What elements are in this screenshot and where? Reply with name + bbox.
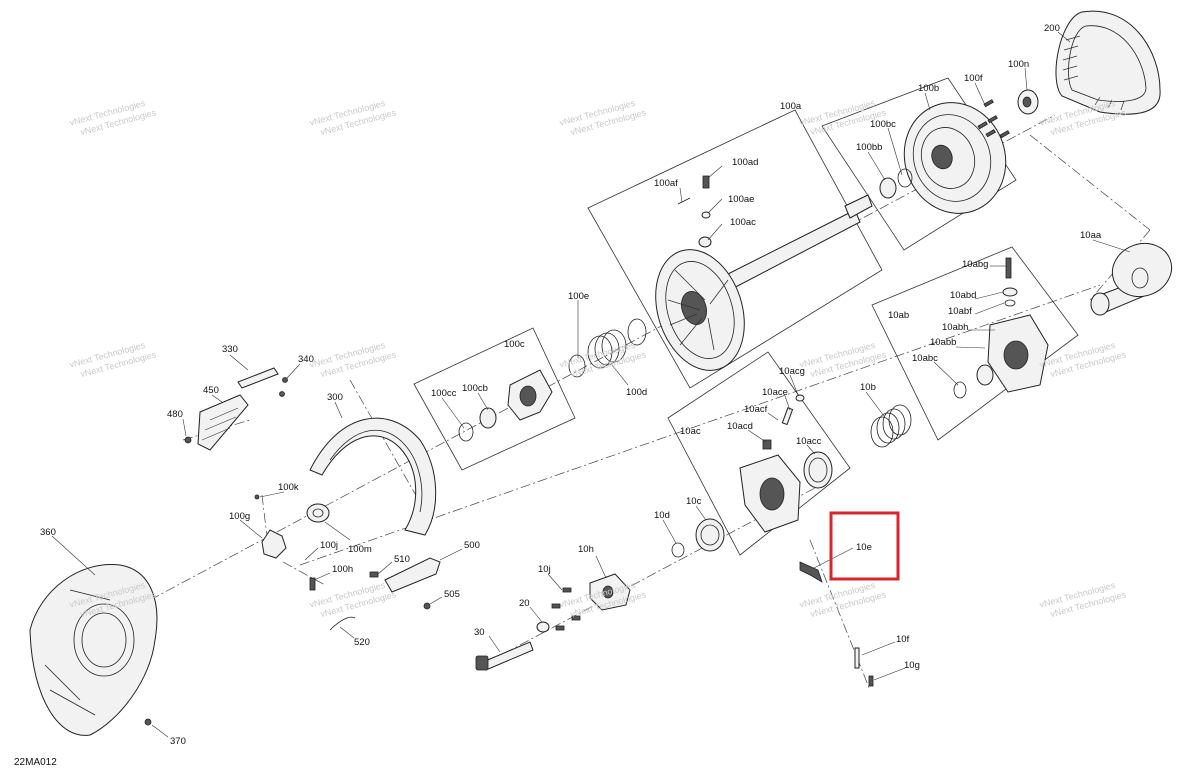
callout-520[interactable]: 520 [354, 637, 370, 648]
callout-10h[interactable]: 10h [578, 544, 594, 555]
callout-500[interactable]: 500 [464, 540, 480, 551]
part-100bb-100bc-rings [879, 168, 913, 199]
part-100ad-100ac-hardware [677, 175, 712, 248]
assembly-box-100a [587, 109, 883, 389]
callout-10abg[interactable]: 10abg [962, 259, 988, 270]
callout-480[interactable]: 480 [167, 409, 183, 420]
part-200-belt [1055, 10, 1161, 115]
part-450-330-340-bracket [184, 367, 288, 451]
callout-100m[interactable]: 100m [348, 544, 372, 555]
callout-10ace[interactable]: 10ace [762, 387, 788, 398]
callout-340[interactable]: 340 [298, 354, 314, 365]
callout-100bc[interactable]: 100bc [870, 119, 896, 130]
callout-100a[interactable]: 100a [780, 101, 802, 112]
callout-100ad[interactable]: 100ad [732, 157, 758, 168]
callout-20[interactable]: 20 [519, 598, 530, 609]
diagram-code: 22MA012 [14, 757, 57, 768]
callout-360[interactable]: 360 [40, 527, 56, 538]
part-300-belt-guard [309, 417, 437, 536]
assembly-box-100c [413, 327, 576, 471]
highlight-box-10e [829, 511, 900, 581]
callout-100b[interactable]: 100b [918, 83, 939, 94]
callout-370[interactable]: 370 [170, 736, 186, 747]
assembly-box-10ab [871, 246, 1079, 441]
callout-100j[interactable]: 100j [320, 540, 338, 551]
callout-10acg[interactable]: 10acg [779, 366, 805, 377]
callout-labels: 200 100n 100f 100b 100bc 100bb 100a 100a… [40, 23, 1102, 747]
assembly-box-10ac [667, 351, 851, 556]
callout-10abb[interactable]: 10abb [930, 337, 956, 348]
part-10b-spring [870, 404, 912, 448]
callout-10abf[interactable]: 10abf [948, 306, 972, 317]
callout-100ac[interactable]: 100ac [730, 217, 756, 228]
part-500-510-505-520-latch [329, 557, 441, 631]
assembly-boxes [413, 77, 1079, 556]
callout-100c[interactable]: 100c [504, 339, 525, 350]
callout-10ab[interactable]: 10ab [888, 310, 909, 321]
callout-450[interactable]: 450 [203, 385, 219, 396]
part-100a-shaft-sheave [655, 194, 873, 371]
callout-10ac[interactable]: 10ac [680, 426, 701, 437]
callout-100bb[interactable]: 100bb [856, 142, 882, 153]
callout-100n[interactable]: 100n [1008, 59, 1029, 70]
part-10c-10d-bearing [671, 518, 725, 558]
callout-10abc[interactable]: 10abc [912, 353, 938, 364]
callout-100g[interactable]: 100g [229, 511, 250, 522]
callout-30[interactable]: 30 [474, 627, 485, 638]
part-10e-weight [799, 561, 823, 583]
part-100n-bearing [1017, 89, 1039, 115]
callout-510[interactable]: 510 [394, 554, 410, 565]
callout-10g[interactable]: 10g [904, 660, 920, 671]
callout-330[interactable]: 330 [222, 344, 238, 355]
part-10ab-cam [953, 257, 1049, 399]
part-10ac-cam-assembly [739, 394, 833, 533]
callout-100e[interactable]: 100e [568, 291, 589, 302]
callout-100cb[interactable]: 100cb [462, 383, 488, 394]
callout-505[interactable]: 505 [444, 589, 460, 600]
callout-100cc[interactable]: 100cc [431, 388, 457, 399]
callout-10abh[interactable]: 10abh [942, 322, 968, 333]
callout-10f[interactable]: 10f [896, 634, 910, 645]
assembly-box-100b [821, 77, 1017, 251]
callout-10b[interactable]: 10b [860, 382, 876, 393]
part-100d-spring [568, 318, 647, 378]
callout-200[interactable]: 200 [1044, 23, 1060, 34]
callout-100d[interactable]: 100d [626, 387, 647, 398]
callout-10acf[interactable]: 10acf [744, 404, 768, 415]
callout-300[interactable]: 300 [327, 392, 343, 403]
callout-100f[interactable]: 100f [964, 73, 983, 84]
part-100b-fixed-sheave [903, 102, 1007, 214]
callout-10e[interactable]: 10e [856, 542, 872, 553]
callout-100af[interactable]: 100af [654, 178, 678, 189]
part-10f-10g-pins [854, 647, 874, 687]
callout-10acd[interactable]: 10acd [727, 421, 753, 432]
callout-10abd[interactable]: 10abd [950, 290, 976, 301]
callout-10acc[interactable]: 10acc [796, 436, 822, 447]
part-10j-20-30-fasteners [475, 587, 581, 671]
callout-100k[interactable]: 100k [278, 482, 299, 493]
callout-100h[interactable]: 100h [332, 564, 353, 575]
part-100f-screws [977, 99, 1010, 139]
callout-10c[interactable]: 10c [686, 496, 702, 507]
callout-100ae[interactable]: 100ae [728, 194, 754, 205]
part-360-housing [29, 563, 158, 736]
part-100c-spider [458, 369, 553, 442]
leader-lines [51, 31, 1131, 738]
part-10h-hub [589, 573, 631, 611]
callout-10d[interactable]: 10d [654, 510, 670, 521]
part-100g-100j-100m-hardware [254, 494, 330, 591]
part-10aa-sheave [1090, 243, 1173, 316]
callout-10j[interactable]: 10j [538, 564, 551, 575]
center-axes [149, 114, 1151, 691]
callout-10aa[interactable]: 10aa [1080, 230, 1102, 241]
